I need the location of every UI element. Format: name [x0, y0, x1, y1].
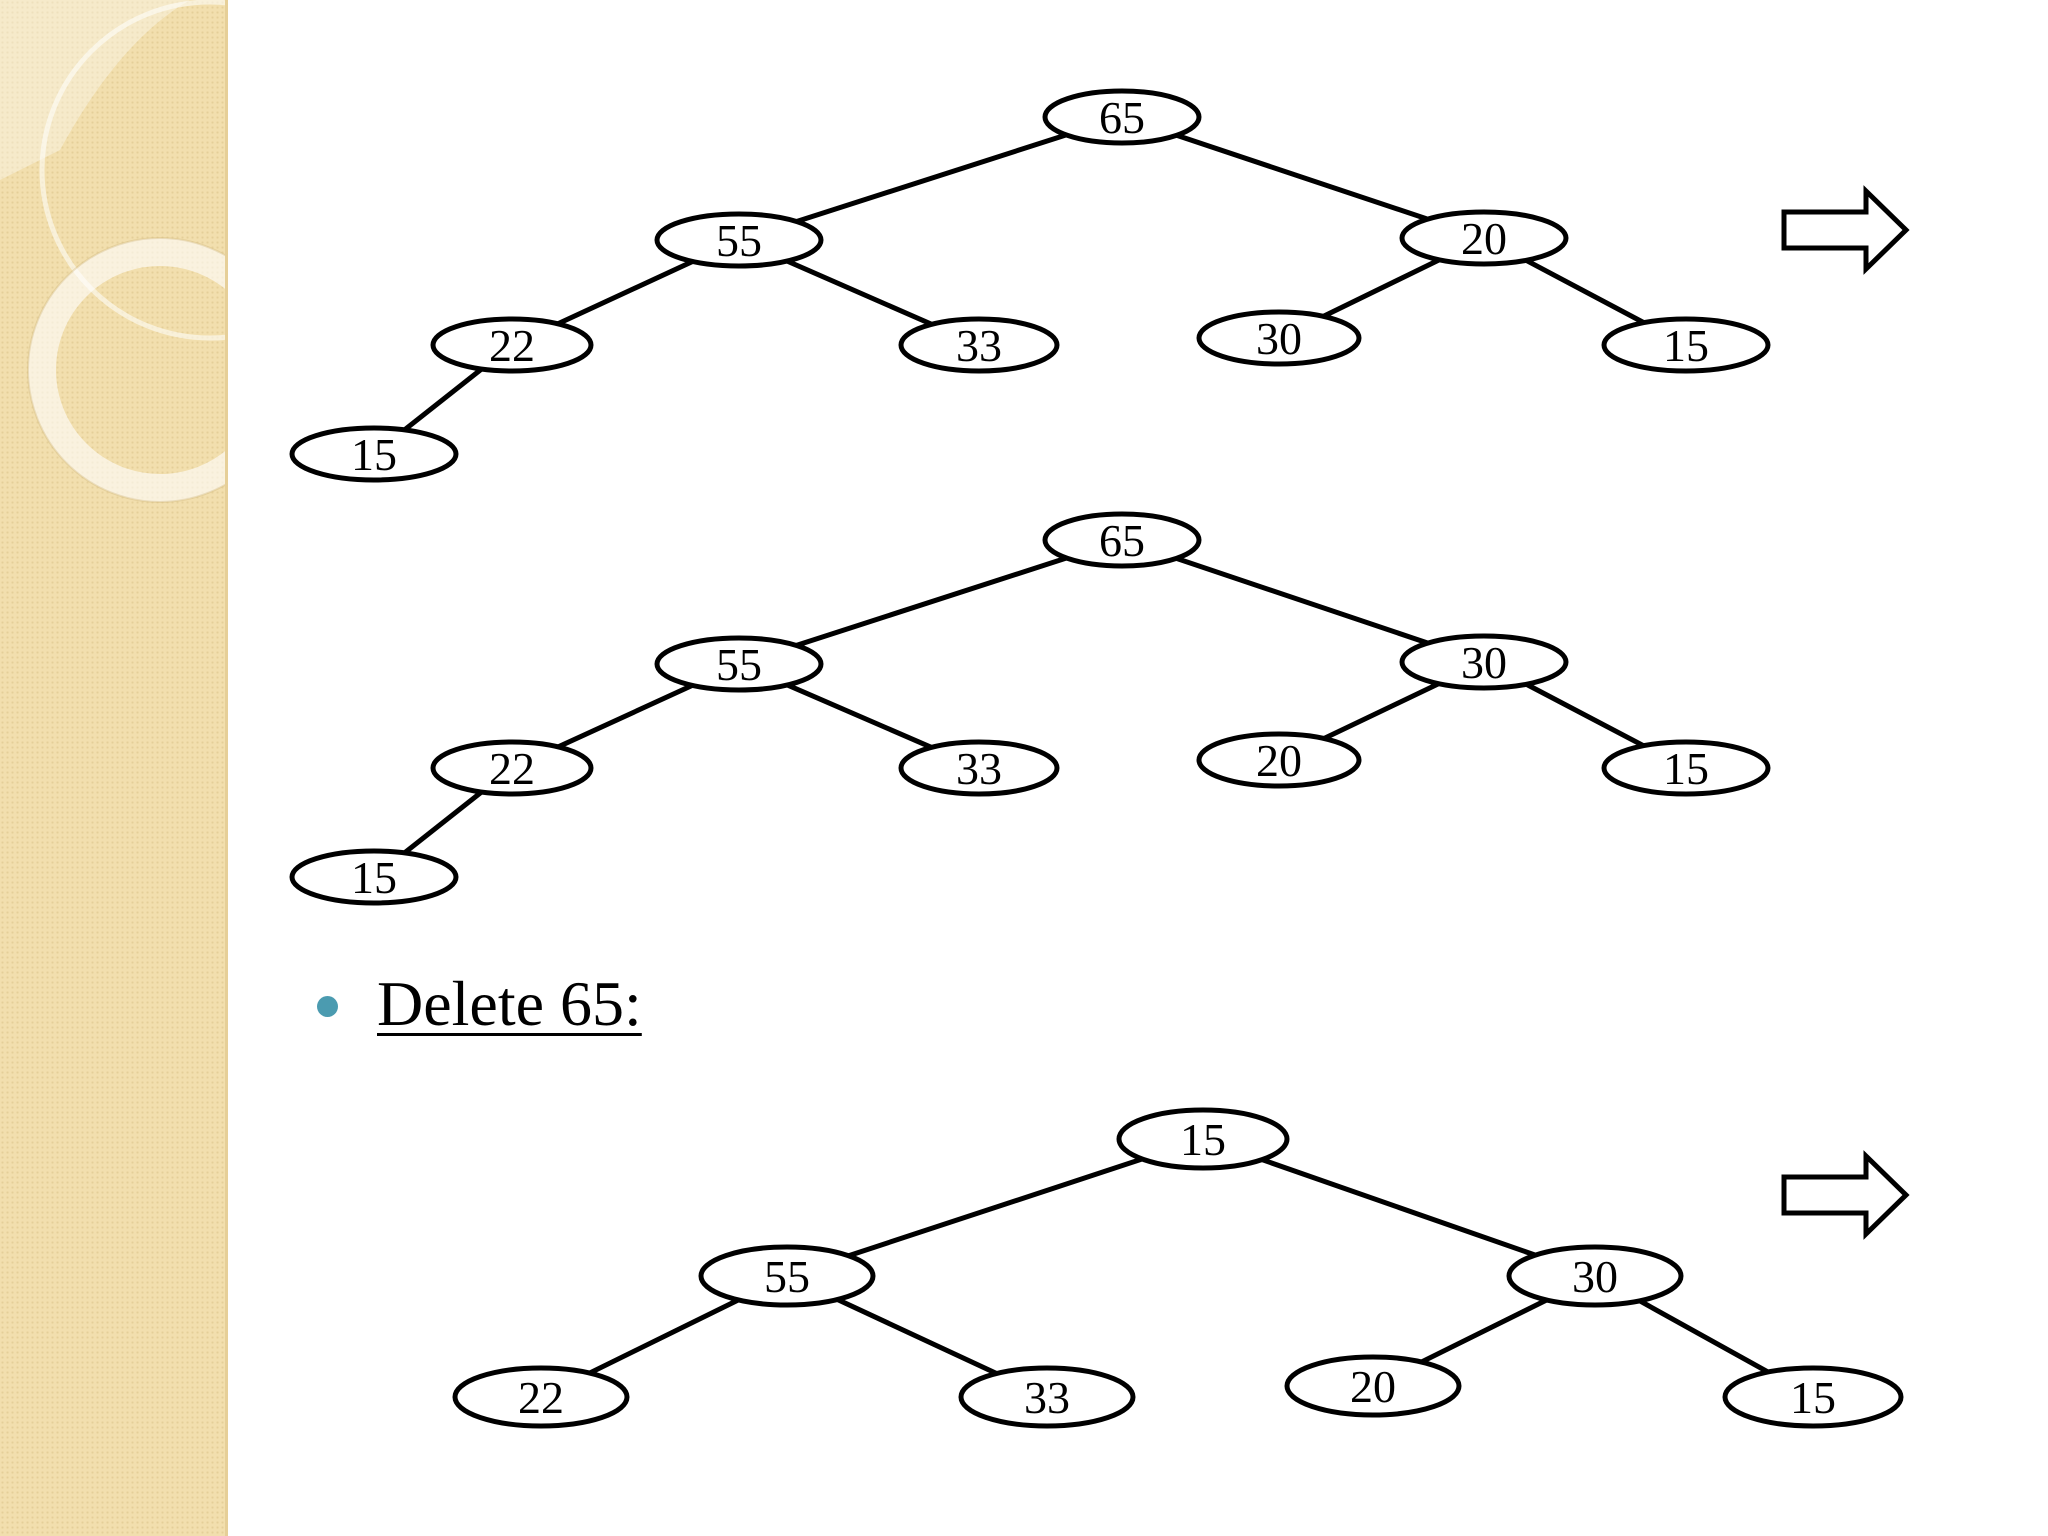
node-label: 15 [1180, 1114, 1226, 1165]
node-label: 15 [351, 852, 397, 903]
tree-node: 20 [1196, 731, 1362, 789]
tree-node: 30 [1399, 633, 1569, 691]
tree-1: 65 55 20 22 33 30 15 15 [289, 88, 1910, 483]
node-ellipse [430, 316, 594, 374]
tree-node: 65 [1042, 511, 1202, 569]
sidebar-decoration [0, 0, 228, 1536]
tree-node: 30 [1196, 309, 1362, 367]
node-label: 33 [1024, 1372, 1070, 1423]
node-label: 55 [764, 1251, 810, 1302]
node-label: 65 [1099, 92, 1145, 143]
node-ellipse [898, 739, 1060, 797]
node-ellipse [654, 635, 824, 693]
tree-node: 20 [1284, 1354, 1462, 1418]
node-label: 15 [1663, 743, 1709, 794]
tree-node: 30 [1506, 1244, 1684, 1308]
tree-node: 15 [1116, 1107, 1290, 1171]
node-ellipse [1116, 1107, 1290, 1171]
node-ellipse [452, 1365, 630, 1429]
node-label: 15 [1790, 1372, 1836, 1423]
right-arrow-icon [1781, 185, 1910, 275]
node-label: 22 [489, 320, 535, 371]
node-label: 15 [351, 429, 397, 480]
node-ellipse [1601, 316, 1771, 374]
node-label: 30 [1461, 637, 1507, 688]
right-arrow-icon [1781, 1150, 1910, 1240]
node-label: 33 [956, 743, 1002, 794]
node-ellipse [1042, 511, 1202, 569]
tree-node: 22 [430, 316, 594, 374]
tree-node: 33 [898, 739, 1060, 797]
tree-node: 20 [1399, 209, 1569, 267]
node-label: 20 [1350, 1361, 1396, 1412]
tree-node: 15 [289, 425, 459, 483]
tree-node: 15 [1722, 1365, 1904, 1429]
node-ellipse [430, 739, 594, 797]
node-label: 22 [518, 1372, 564, 1423]
node-ellipse [289, 848, 459, 906]
node-label: 55 [716, 215, 762, 266]
tree-node: 22 [452, 1365, 630, 1429]
node-label: 20 [1461, 213, 1507, 264]
tree-node: 65 [1042, 88, 1202, 146]
node-label: 30 [1256, 313, 1302, 364]
tree-2: 65 55 30 22 33 20 15 15 [289, 511, 1771, 906]
node-ellipse [1399, 209, 1569, 267]
node-ellipse [1722, 1365, 1904, 1429]
node-ellipse [1042, 88, 1202, 146]
tree-node: 55 [654, 211, 824, 269]
node-ellipse [1196, 309, 1362, 367]
tree-3: 15 55 30 22 33 20 15 [452, 1107, 1910, 1429]
node-label: 15 [1663, 320, 1709, 371]
node-ellipse [898, 316, 1060, 374]
node-label: 30 [1572, 1251, 1618, 1302]
tree-node: 15 [1601, 739, 1771, 797]
node-ellipse [698, 1244, 876, 1308]
tree-edge [1121, 537, 1485, 665]
node-ellipse [654, 211, 824, 269]
tree-node: 22 [430, 739, 594, 797]
node-label: 33 [956, 320, 1002, 371]
tree-edge [786, 1136, 1204, 1279]
delete-caption: Delete 65: [377, 968, 642, 1039]
tree-edge [738, 114, 1123, 243]
tree-node: 15 [289, 848, 459, 906]
node-ellipse [958, 1365, 1136, 1429]
bullet-icon [317, 996, 338, 1017]
node-ellipse [1284, 1354, 1462, 1418]
tree-node: 33 [958, 1365, 1136, 1429]
node-ellipse [1506, 1244, 1684, 1308]
node-label: 22 [489, 743, 535, 794]
node-ellipse [289, 425, 459, 483]
tree-node: 33 [898, 316, 1060, 374]
tree-node: 55 [698, 1244, 876, 1308]
tree-node: 15 [1601, 316, 1771, 374]
tree-edge [1202, 1136, 1596, 1279]
node-label: 20 [1256, 735, 1302, 786]
tree-node: 55 [654, 635, 824, 693]
tree-edge [738, 537, 1123, 667]
node-ellipse [1196, 731, 1362, 789]
node-ellipse [1601, 739, 1771, 797]
node-label: 65 [1099, 515, 1145, 566]
node-ellipse [1399, 633, 1569, 691]
node-label: 55 [716, 639, 762, 690]
ring-decoration [0, 0, 228, 503]
